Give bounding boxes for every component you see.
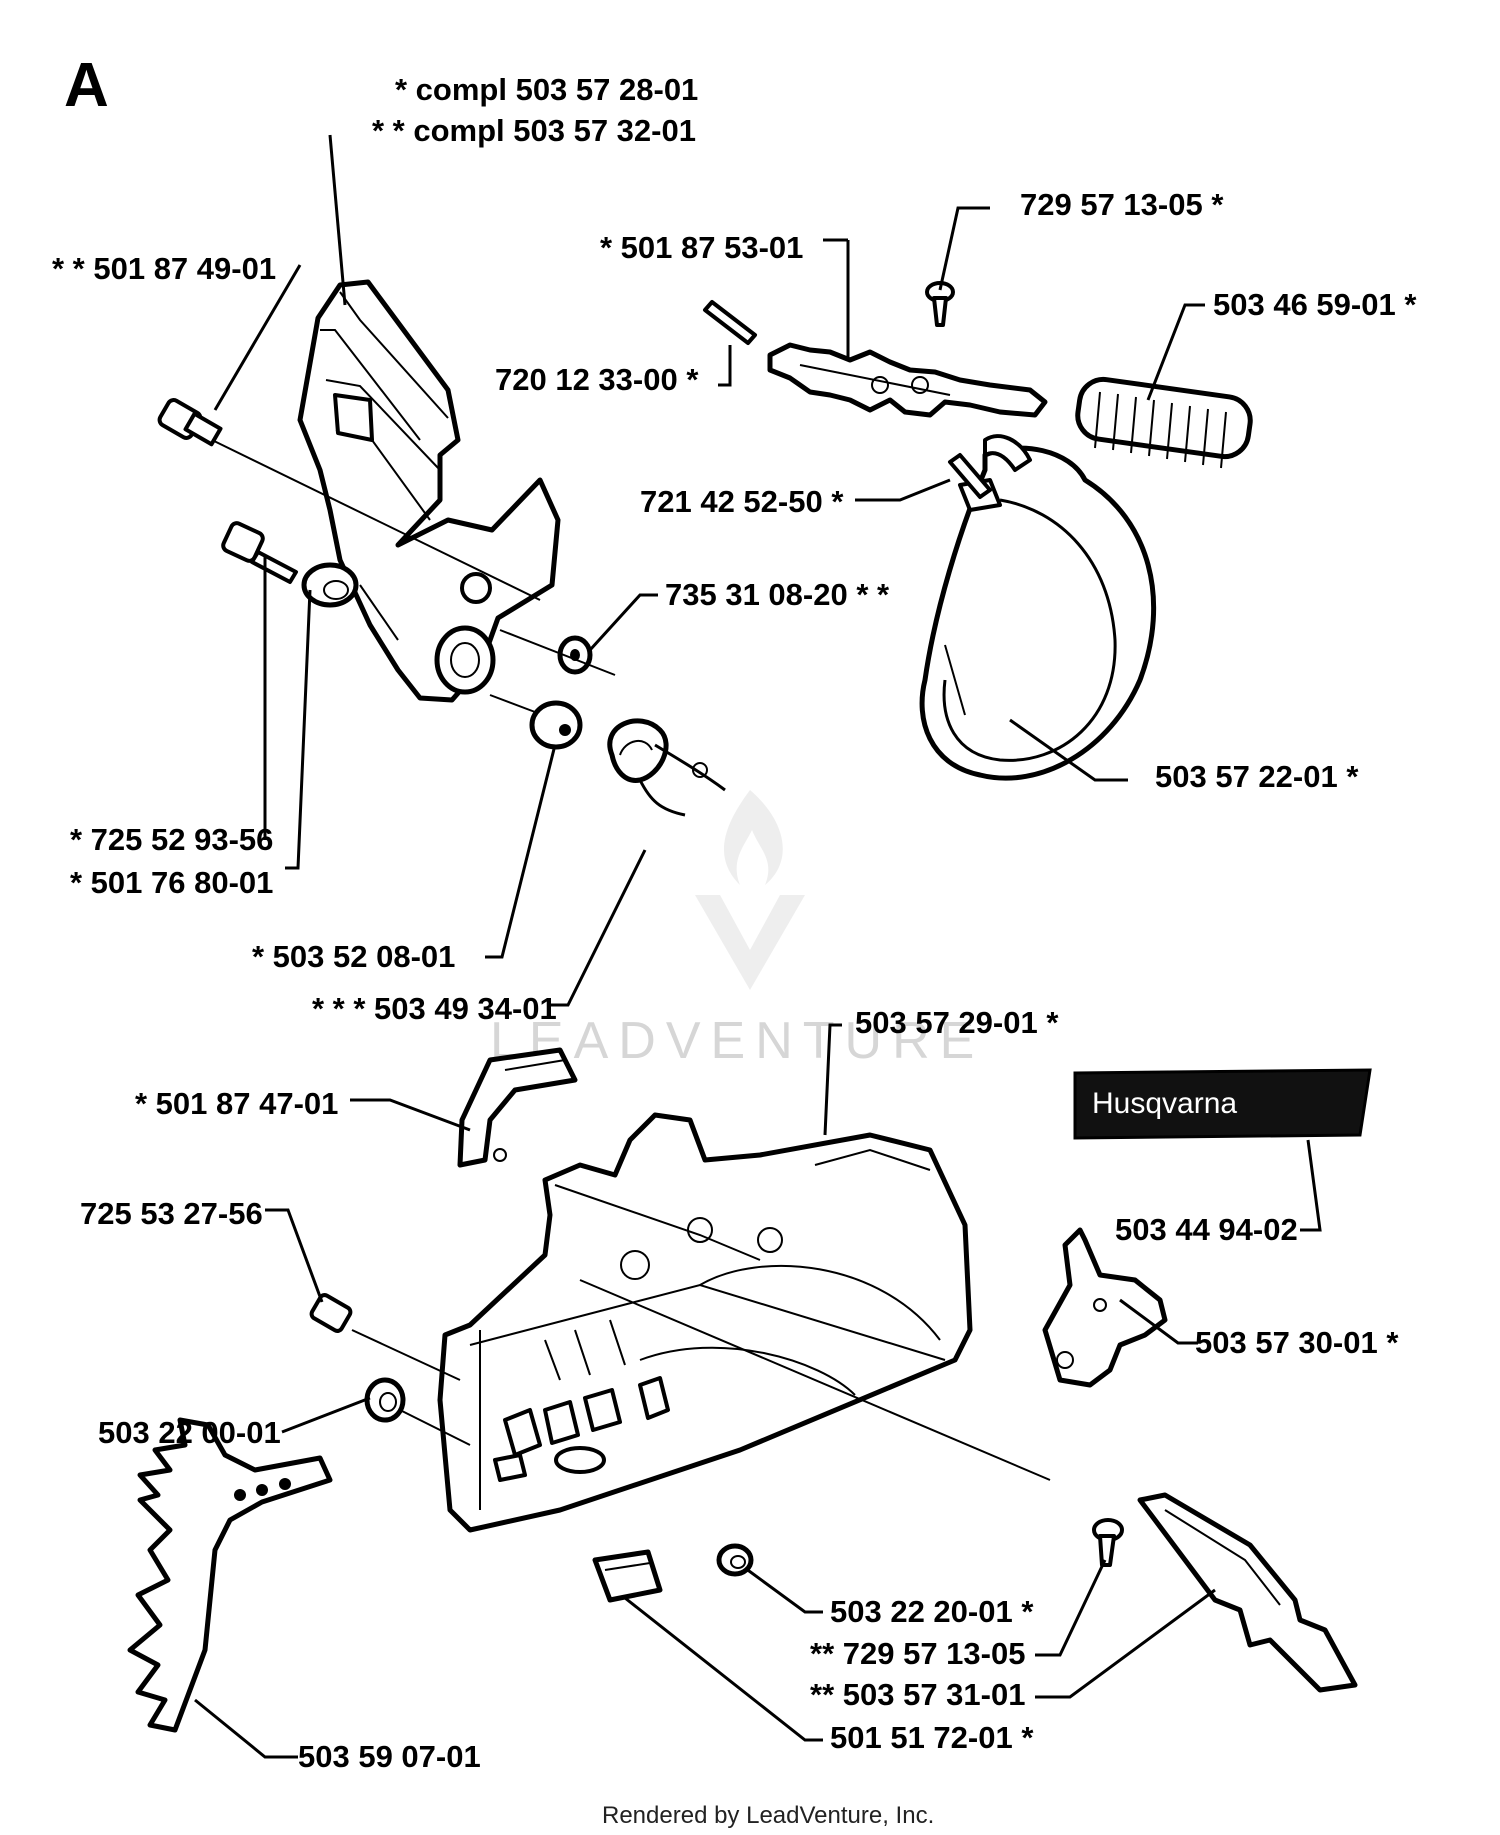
decal-text: Husqvarna (1092, 1087, 1237, 1120)
label-501-76-80-01: * 501 76 80-01 (70, 865, 273, 900)
label-cover-compl-2: * * compl 503 57 32-01 (372, 113, 696, 148)
label-503-57-22-01: 503 57 22-01 * (1155, 759, 1359, 794)
husqvarna-decal: Husqvarna (1073, 1068, 1372, 1140)
leadventure-watermark-icon (695, 790, 805, 990)
cover-nut-drawing (364, 1377, 471, 1446)
coil-spring-drawing (1075, 376, 1253, 469)
clutch-cover-drawing (437, 1112, 1051, 1533)
guide-plate-drawing (457, 1047, 578, 1168)
label-721-42-52-50: 721 42 52-50 * (640, 484, 844, 519)
label-503-46-59-01: 503 46 59-01 * (1213, 287, 1417, 322)
brake-lever-drawing (767, 342, 1048, 418)
label-503-22-00-01: 503 22 00-01 (98, 1415, 281, 1450)
label-725-52-93-56: * 725 52 93-56 (70, 822, 273, 857)
label-720-12-33-00: 720 12 33-00 * (495, 362, 699, 397)
section-label: A (64, 51, 109, 120)
collar-nut-drawing (301, 562, 359, 608)
label-735-31-08-20: 735 31 08-20 * * (665, 577, 890, 612)
label-503-57-31-01: ** 503 57 31-01 (810, 1677, 1025, 1712)
brake-band-drawing (919, 434, 1157, 781)
chain-guide-slide-drawing (592, 1549, 663, 1603)
label-501-51-72-01: 501 51 72-01 * (830, 1720, 1034, 1755)
washer-drawing (499, 629, 616, 676)
small-nut-drawing (716, 1543, 754, 1577)
label-501-87-47-01: * 501 87 47-01 (135, 1086, 338, 1121)
label-503-57-30-01: 503 57 30-01 * (1195, 1325, 1399, 1360)
bar-guard-drawing (1137, 1492, 1358, 1693)
spacer-drawing (489, 694, 583, 750)
guard-screw-drawing (1092, 1518, 1124, 1567)
part-labels: * compl 503 57 28-01 * * compl 503 57 32… (52, 72, 1417, 1774)
label-503-57-29-01: 503 57 29-01 * (855, 1005, 1059, 1040)
chain-brake-handle-drawing (297, 279, 561, 703)
label-729-57-13-05-top: 729 57 13-05 * (1020, 187, 1224, 222)
torsion-spring-drawing (607, 718, 726, 817)
brake-pin-drawing (948, 453, 992, 499)
leader-lines (194, 134, 1322, 1759)
footer-credit: Rendered by LeadVenture, Inc. (602, 1802, 934, 1829)
label-725-53-27-56: 725 53 27-56 (80, 1196, 263, 1231)
label-503-49-34-01: * * * 503 49 34-01 (312, 991, 557, 1026)
cover-screw-drawing (309, 1293, 461, 1381)
chain-catcher-drawing (1042, 1227, 1168, 1388)
shoulder-screw-drawing (157, 398, 541, 601)
label-503-44-94-02: 503 44 94-02 (1115, 1212, 1298, 1247)
label-503-22-20-01: 503 22 20-01 * (830, 1594, 1034, 1629)
label-501-87-53-01: * 501 87 53-01 (600, 230, 803, 265)
label-503-52-08-01: * 503 52 08-01 (252, 939, 455, 974)
label-503-59-07-01: 503 59 07-01 (298, 1739, 481, 1774)
label-729-57-13-05-bottom: ** 729 57 13-05 (810, 1636, 1025, 1671)
roll-pin-drawing (703, 300, 757, 345)
bolt-drawing (221, 521, 298, 584)
small-screw-drawing (925, 281, 955, 327)
label-cover-compl-1: * compl 503 57 28-01 (395, 72, 698, 107)
watermark-text: LEADVENTURE (490, 1012, 984, 1070)
label-501-87-49-01: * * 501 87 49-01 (52, 251, 276, 286)
spike-plate-drawing (127, 1417, 333, 1733)
